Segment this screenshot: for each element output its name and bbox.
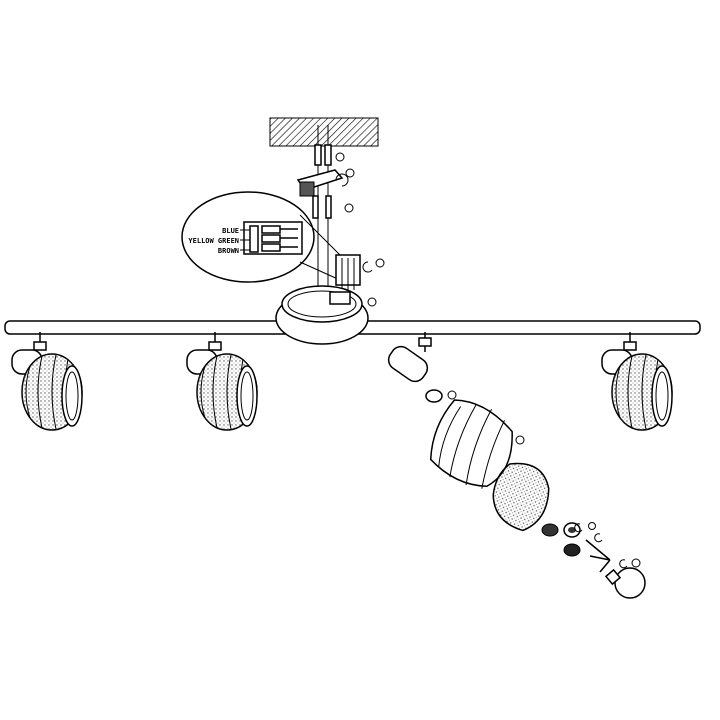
spotlight-1 (12, 332, 82, 430)
spotlight-4 (602, 332, 672, 430)
glass-diffuser (492, 462, 550, 532)
cage-shade (429, 399, 513, 489)
wire-label-blue: BLUE (222, 227, 239, 235)
ceiling (269, 117, 379, 147)
wire-label-brown: BROWN (218, 247, 239, 255)
wiring-detail: BLUE YELLOW GREEN BROWN (181, 191, 385, 307)
spotlight-3-exploded (387, 332, 646, 599)
mounting-hardware (296, 125, 355, 300)
spotlight-2 (187, 332, 257, 430)
bulb (604, 567, 646, 599)
canopy (275, 285, 369, 345)
wire-label-yellow-green: YELLOW GREEN (188, 237, 239, 245)
